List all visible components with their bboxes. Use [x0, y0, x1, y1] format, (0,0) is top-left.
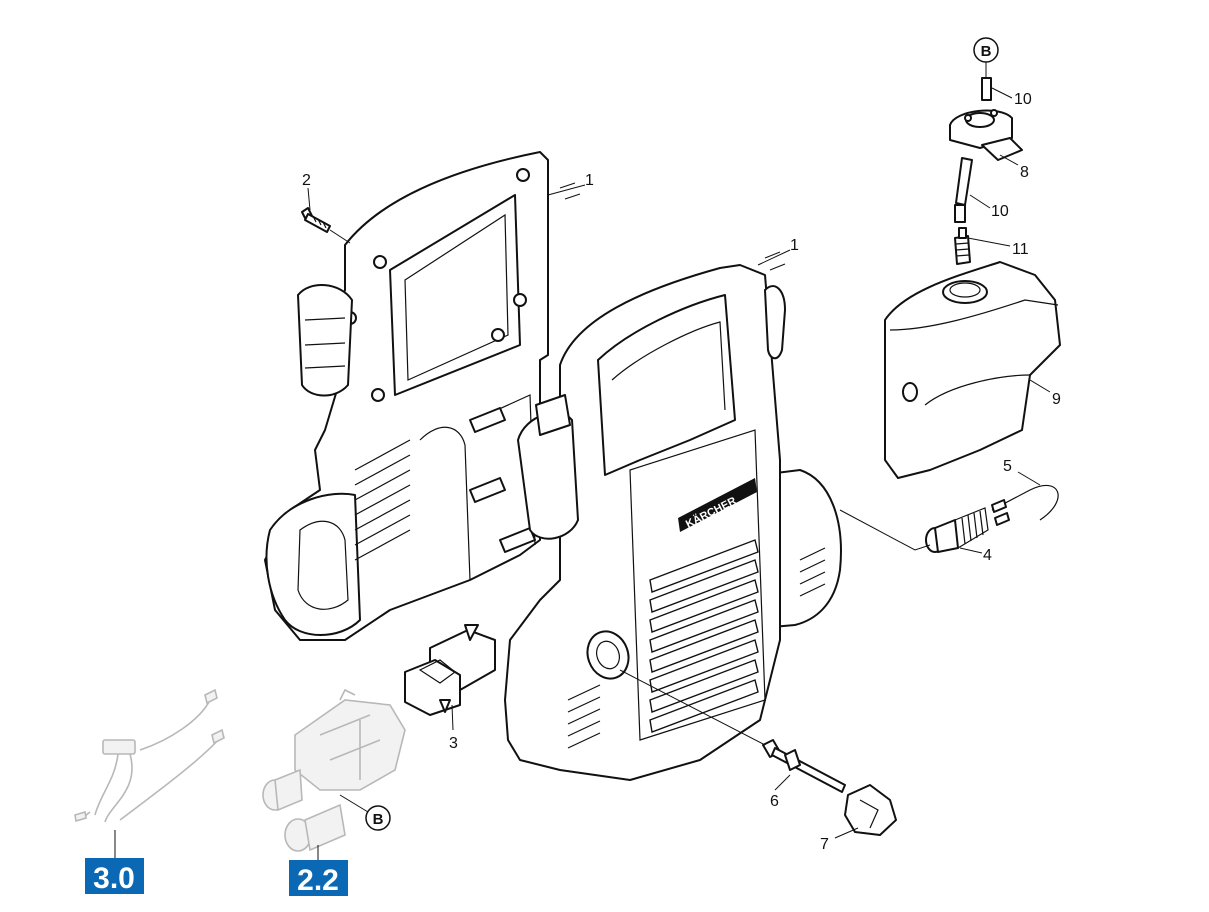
label-part-8: 8 [1020, 164, 1029, 181]
hose-part-10-lower [954, 157, 973, 223]
label-part-7: 7 [820, 836, 829, 853]
pump-head-ghost [262, 688, 406, 852]
label-part-1-left: 1 [585, 172, 594, 189]
circle-marker-top: B [973, 37, 999, 63]
leader-lines [114, 62, 1051, 870]
label-part-9: 9 [1052, 391, 1061, 408]
badge-3-0-text: 3.0 [93, 862, 135, 895]
label-part-5: 5 [1003, 458, 1012, 475]
label-part-10-upper: 10 [1014, 91, 1032, 108]
cable-part-5 [991, 484, 1059, 526]
hose-part-10-upper [981, 77, 992, 101]
label-part-2: 2 [302, 172, 311, 189]
marker-bottom-text: B [373, 811, 384, 828]
switch-part-3 [404, 624, 496, 716]
section-badge-2-2[interactable]: 2.2 [289, 860, 348, 897]
label-part-1-right: 1 [790, 237, 799, 254]
cable-gland-part-4 [925, 507, 989, 553]
circle-marker-bottom: B [365, 805, 391, 831]
label-part-4: 4 [983, 547, 992, 564]
section-badge-3-0[interactable]: 3.0 [85, 858, 144, 895]
rear-housing-half [264, 151, 549, 641]
label-part-6: 6 [770, 793, 779, 810]
badge-2-2-text: 2.2 [297, 864, 339, 897]
marker-top-text: B [981, 43, 992, 60]
screw-part-2 [301, 207, 331, 233]
label-part-10-lower: 10 [991, 203, 1009, 220]
front-housing-half: KÄRCHER [504, 264, 842, 781]
wiring-harness-ghost [74, 688, 225, 823]
pipe-part-6 [762, 739, 846, 793]
label-part-3: 3 [449, 735, 458, 752]
tank-part-9 [884, 261, 1061, 479]
knob-part-7 [844, 784, 897, 836]
filter-part-11 [954, 227, 971, 265]
part-labels: 1 1 2 3 4 5 6 7 8 9 10 10 11 [302, 91, 1061, 853]
label-part-11: 11 [1012, 241, 1029, 258]
cap-part-8 [949, 109, 1023, 161]
